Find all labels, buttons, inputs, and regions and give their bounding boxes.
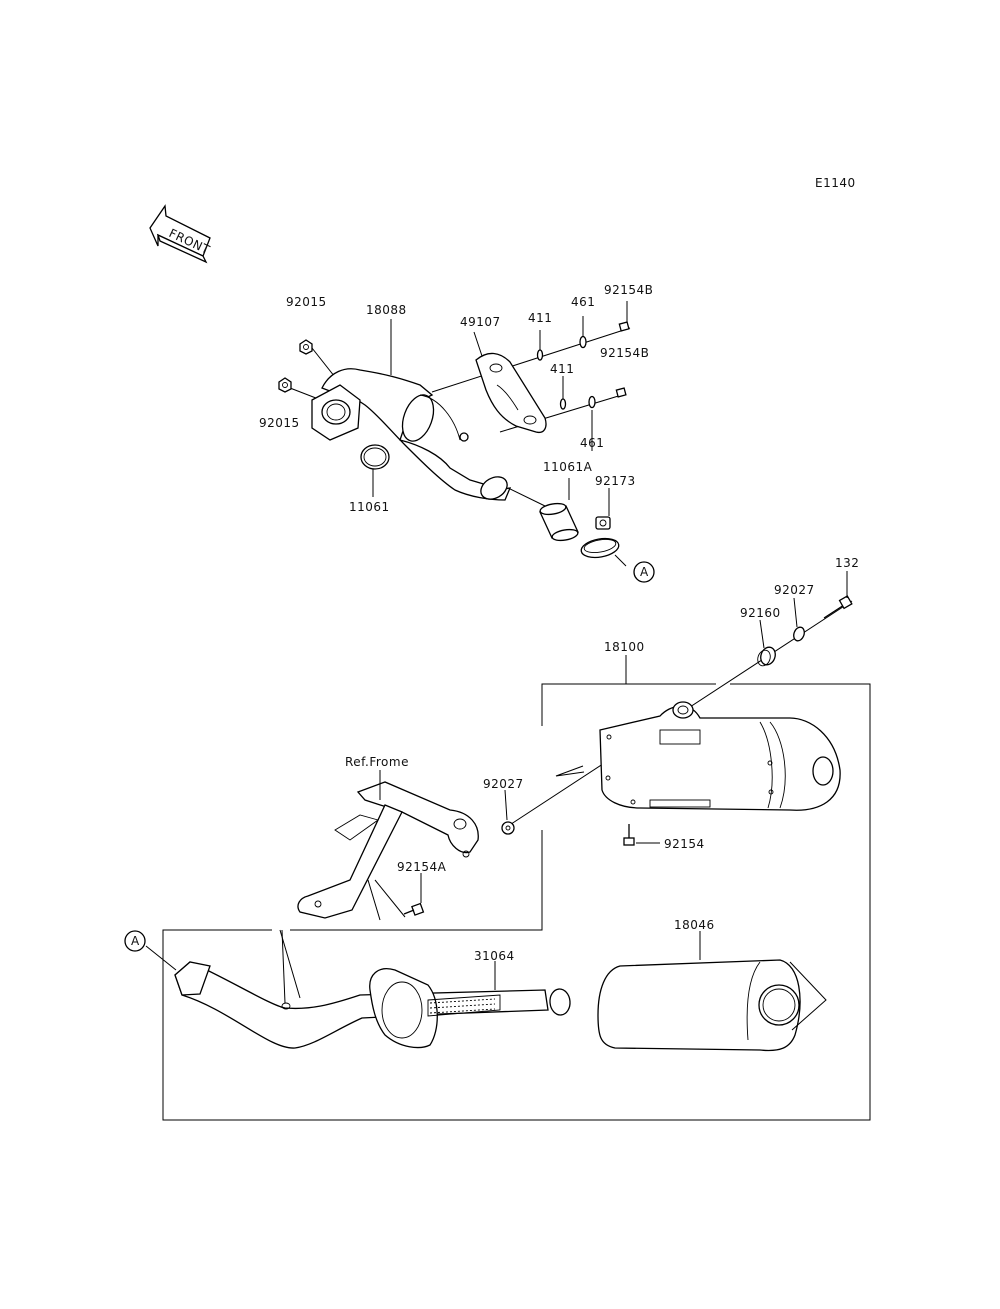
- sleeve-11061A: [539, 502, 579, 542]
- label-18100: 18100: [604, 640, 645, 654]
- silencer-insert-31064: [369, 968, 501, 1049]
- muffler-18100: [599, 701, 841, 811]
- label-18088: 18088: [366, 303, 407, 317]
- label-49107: 49107: [460, 315, 501, 329]
- bolt-132: [823, 595, 853, 619]
- callout-a-upper: A: [633, 561, 655, 583]
- washer-411-lower: [559, 398, 567, 410]
- diagram-code: E1140: [815, 176, 856, 190]
- muffler-box-top-left: [541, 683, 716, 726]
- tail-pipe: [174, 961, 571, 1049]
- label-92160: 92160: [740, 606, 781, 620]
- collar-92160: [757, 646, 776, 667]
- label-92015-upper: 92015: [286, 295, 327, 309]
- washer-461-lower: [588, 395, 596, 409]
- muffler-cover-18046: [597, 959, 801, 1052]
- label-ref-frame: Ref.Frome: [345, 755, 409, 769]
- callout-a-lower-text: A: [131, 934, 140, 948]
- bolt-92154A: [403, 902, 425, 916]
- label-92154B-upper: 92154B: [604, 283, 653, 297]
- nut-92015-upper: [299, 339, 313, 355]
- label-92154: 92154: [664, 837, 705, 851]
- label-31064: 31064: [474, 949, 515, 963]
- nut-92015-lower: [278, 377, 292, 393]
- label-18046: 18046: [674, 918, 715, 932]
- washer-461-upper: [579, 335, 587, 349]
- label-92154B-lower: 92154B: [600, 346, 649, 360]
- clamp-92173: [580, 516, 620, 559]
- label-11061: 11061: [349, 500, 390, 514]
- heat-guard-49107: [475, 352, 547, 434]
- label-92173: 92173: [595, 474, 636, 488]
- label-411-lower: 411: [550, 362, 574, 376]
- label-92027-upper: 92027: [774, 583, 815, 597]
- callout-a-upper-text: A: [640, 565, 649, 579]
- bolt-92154: [623, 824, 635, 846]
- front-arrow-icon: FRONT: [149, 204, 212, 264]
- label-92027-lower: 92027: [483, 777, 524, 791]
- label-92154A: 92154A: [397, 860, 447, 874]
- label-461-upper: 461: [571, 295, 595, 309]
- bolt-92154B-lower: [615, 387, 627, 398]
- washer-92027-lower: [501, 821, 515, 835]
- label-92015-lower: 92015: [259, 416, 300, 430]
- muffler-box-frame: [162, 683, 871, 1121]
- gasket-11061: [360, 444, 390, 470]
- header-pipe-18088: [311, 368, 512, 501]
- label-461-lower: 461: [580, 436, 604, 450]
- frame-reference: [297, 781, 479, 919]
- label-411-upper: 411: [528, 311, 552, 325]
- washer-92027-upper: [793, 626, 805, 642]
- washer-411-upper: [536, 349, 544, 361]
- callout-a-lower: A: [124, 930, 146, 952]
- bolt-92154B-upper: [618, 321, 630, 332]
- label-132: 132: [835, 556, 859, 570]
- label-11061A: 11061A: [543, 460, 593, 474]
